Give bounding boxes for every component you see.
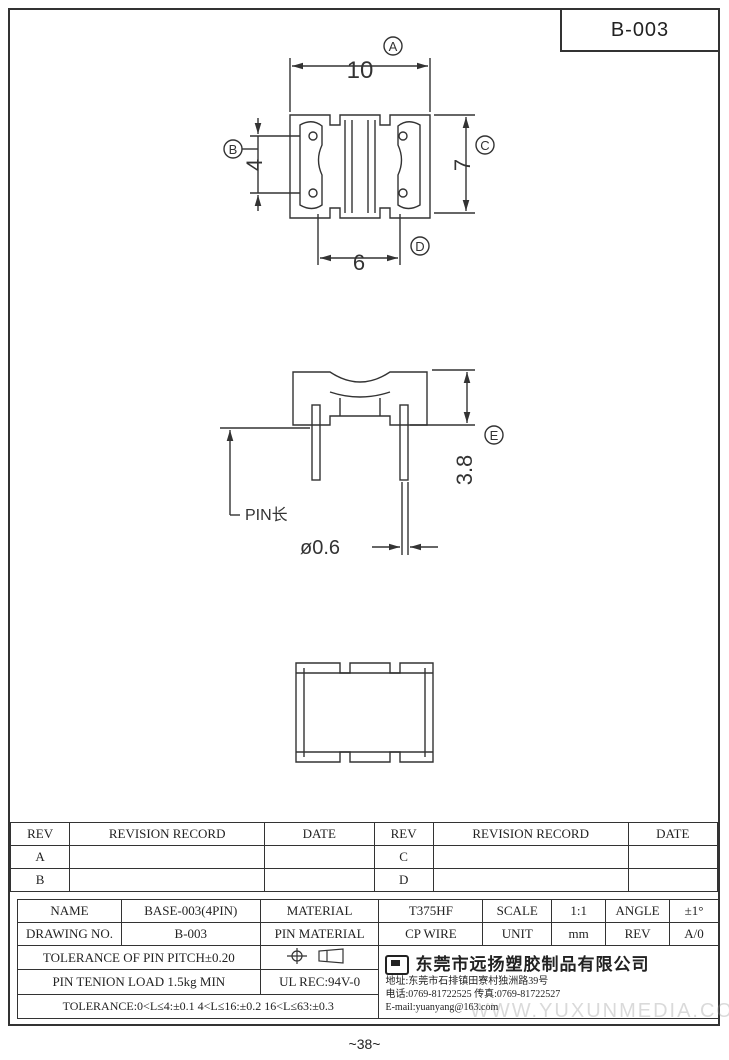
- pin-load: PIN TENION LOAD 1.5kg MIN: [17, 969, 261, 995]
- balloon-b: B: [229, 142, 238, 157]
- dim-height: 7: [450, 159, 475, 171]
- dim-slot-width: 6: [353, 250, 365, 275]
- tolerance-symbol: [259, 944, 380, 971]
- company-address: 地址:东莞市石排镇田寮村独洲路39号: [385, 976, 549, 987]
- revision-table: REV REVISION RECORD DATE REV REVISION RE…: [9, 822, 719, 892]
- drawing-no-label: DRAWING NO.: [17, 922, 122, 946]
- balloon-a: A: [389, 39, 398, 54]
- unit-value: mm: [551, 922, 607, 946]
- technical-drawing: 10 4 7 6 3.8 PIN长 ø0.6 A B C D E: [220, 36, 504, 763]
- title-block-table: NAME BASE-003(4PIN) MATERIAL T375HF SCAL…: [16, 899, 719, 1020]
- rev-cell: C: [373, 845, 434, 869]
- rev-cell: B: [9, 868, 71, 892]
- name-label: NAME: [17, 899, 122, 923]
- balloon-e: E: [490, 428, 499, 443]
- rev-label: REV: [605, 922, 671, 946]
- company-name: 东莞市远扬塑胶制品有限公司: [415, 955, 650, 975]
- revision-record-header: REVISION RECORD: [69, 822, 266, 846]
- rev-cell: D: [373, 868, 434, 892]
- dim-side-height: 3.8: [452, 455, 477, 486]
- dim-pin-pitch: 4: [242, 159, 267, 171]
- top-view: [223, 36, 495, 265]
- rev-cell: A: [9, 845, 71, 869]
- pin-material-label: PIN MATERIAL: [259, 922, 380, 946]
- side-view: [220, 369, 504, 555]
- page-number: ~38~: [348, 1036, 381, 1052]
- scale-label: SCALE: [482, 899, 553, 923]
- balloon-c: C: [480, 138, 489, 153]
- dim-top-width: 10: [347, 57, 374, 84]
- angle-label: ANGLE: [605, 899, 671, 923]
- angle-value: ±1°: [669, 899, 719, 923]
- material-label: MATERIAL: [259, 899, 380, 923]
- dim-pin-length: PIN长: [245, 506, 288, 524]
- balloon-d: D: [415, 239, 424, 254]
- material-value: T375HF: [378, 899, 484, 923]
- date-header: DATE: [627, 822, 719, 846]
- rev-header: REV: [373, 822, 434, 846]
- date-header: DATE: [264, 822, 375, 846]
- company-phone: 电话:0769-81722525 传真:0769-81722527: [385, 989, 561, 1000]
- company-logo-icon: [385, 955, 410, 975]
- revision-record-header: REVISION RECORD: [432, 822, 629, 846]
- drawing-no-value: B-003: [120, 922, 261, 946]
- watermark: WWW.YUXUNMEDIA.COM: [470, 1000, 729, 1022]
- tolerance-general: TOLERANCE:0<L≤4:±0.1 4<L≤16:±0.2 16<L≤63…: [16, 993, 380, 1020]
- bottom-view: [295, 662, 434, 763]
- dim-pin-diameter: ø0.6: [300, 537, 340, 559]
- ul-rec: UL REC:94V-0: [259, 969, 380, 995]
- rev-value: A/0: [669, 922, 719, 946]
- drawing-code: B-003: [610, 18, 670, 41]
- table-row: A C: [9, 845, 719, 869]
- company-block: 东莞市远扬塑胶制品有限公司 地址:东莞市石排镇田寮村独洲路39号 电话:0769…: [378, 945, 719, 1019]
- pin-material-value: CP WIRE: [378, 922, 484, 946]
- table-row: B D: [9, 868, 719, 892]
- drawing-code-box: B-003: [560, 8, 720, 52]
- tolerance-pitch: TOLERANCE OF PIN PITCH±0.20: [17, 944, 261, 971]
- drawing-sheet-border: [8, 8, 720, 1026]
- rev-header: REV: [9, 822, 71, 846]
- name-value: BASE-003(4PIN): [120, 899, 261, 923]
- scale-value: 1:1: [551, 899, 607, 923]
- company-email: E-mail:yuanyang@163.com: [385, 1002, 499, 1013]
- unit-label: UNIT: [482, 922, 553, 946]
- position-tolerance-icon: [286, 947, 344, 964]
